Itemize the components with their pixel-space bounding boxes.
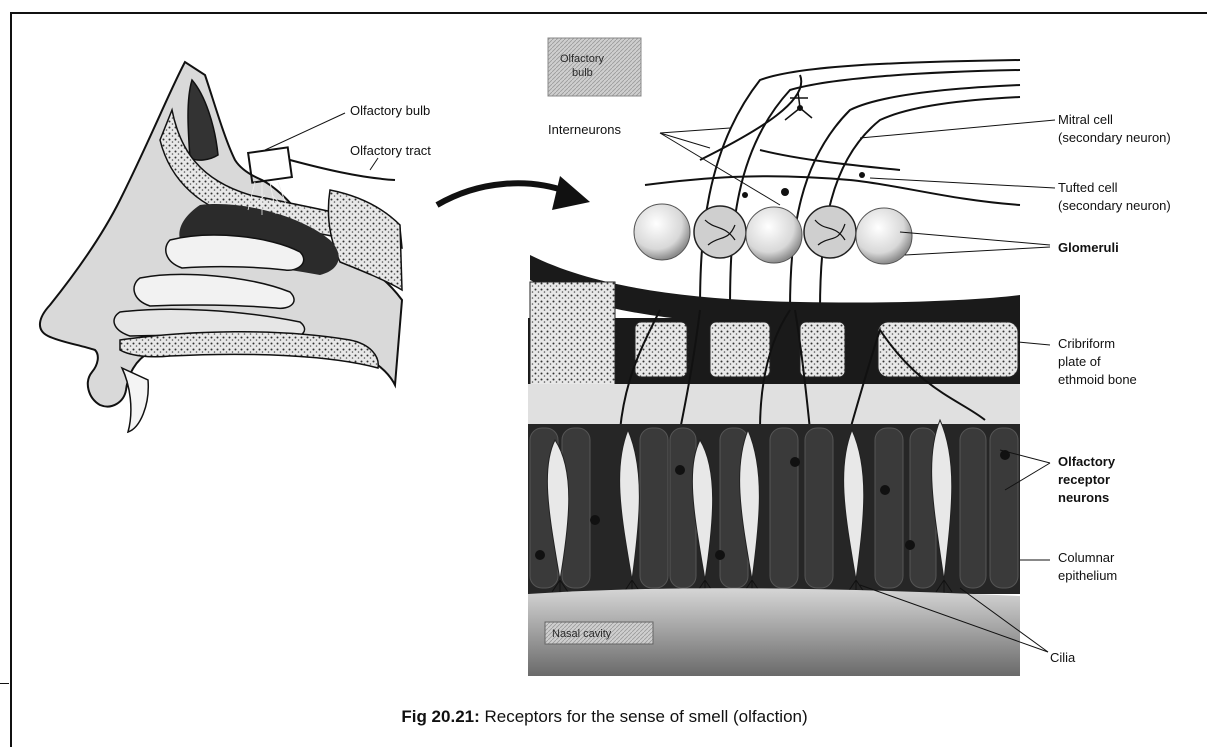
- glomerulus: [694, 206, 746, 258]
- label-tufted-cell: Tufted cell: [1058, 180, 1118, 195]
- glomerulus: [856, 208, 912, 264]
- curved-arrow-icon: [437, 176, 590, 210]
- glomerulus: [804, 206, 856, 258]
- label-columnar-1: Columnar: [1058, 550, 1115, 565]
- label-interneurons: Interneurons: [548, 122, 621, 137]
- bulb-label-box: [548, 38, 641, 96]
- label-glomeruli: Glomeruli: [1058, 240, 1119, 255]
- label-cribriform-1: Cribriform: [1058, 336, 1115, 351]
- nasal-cavity-drawing: [40, 62, 402, 432]
- label-mitral-cell: Mitral cell: [1058, 112, 1113, 127]
- label-cilia: Cilia: [1050, 650, 1076, 665]
- label-columnar-2: epithelium: [1058, 568, 1117, 583]
- label-tufted-cell-sub: (secondary neuron): [1058, 198, 1171, 213]
- label-bulb-box-line1: Olfactory: [560, 53, 605, 65]
- caption-text: Receptors for the sense of smell (olfact…: [485, 707, 808, 726]
- label-nasal-box: Nasal cavity: [552, 628, 612, 640]
- caption-number: Fig 20.21:: [401, 707, 479, 726]
- label-olfactory-bulb: Olfactory bulb: [350, 103, 430, 118]
- figure-caption: Fig 20.21: Receptors for the sense of sm…: [0, 707, 1209, 727]
- glomerulus: [634, 204, 690, 260]
- label-bulb-box-line2: bulb: [572, 67, 593, 79]
- label-receptor-1: Olfactory: [1058, 454, 1116, 469]
- label-mitral-cell-sub: (secondary neuron): [1058, 130, 1171, 145]
- label-cribriform-2: plate of: [1058, 354, 1101, 369]
- label-cribriform-3: ethmoid bone: [1058, 372, 1137, 387]
- glomerulus: [746, 207, 802, 263]
- label-receptor-2: receptor: [1058, 472, 1110, 487]
- label-olfactory-tract: Olfactory tract: [350, 143, 431, 158]
- label-receptor-3: neurons: [1058, 490, 1109, 505]
